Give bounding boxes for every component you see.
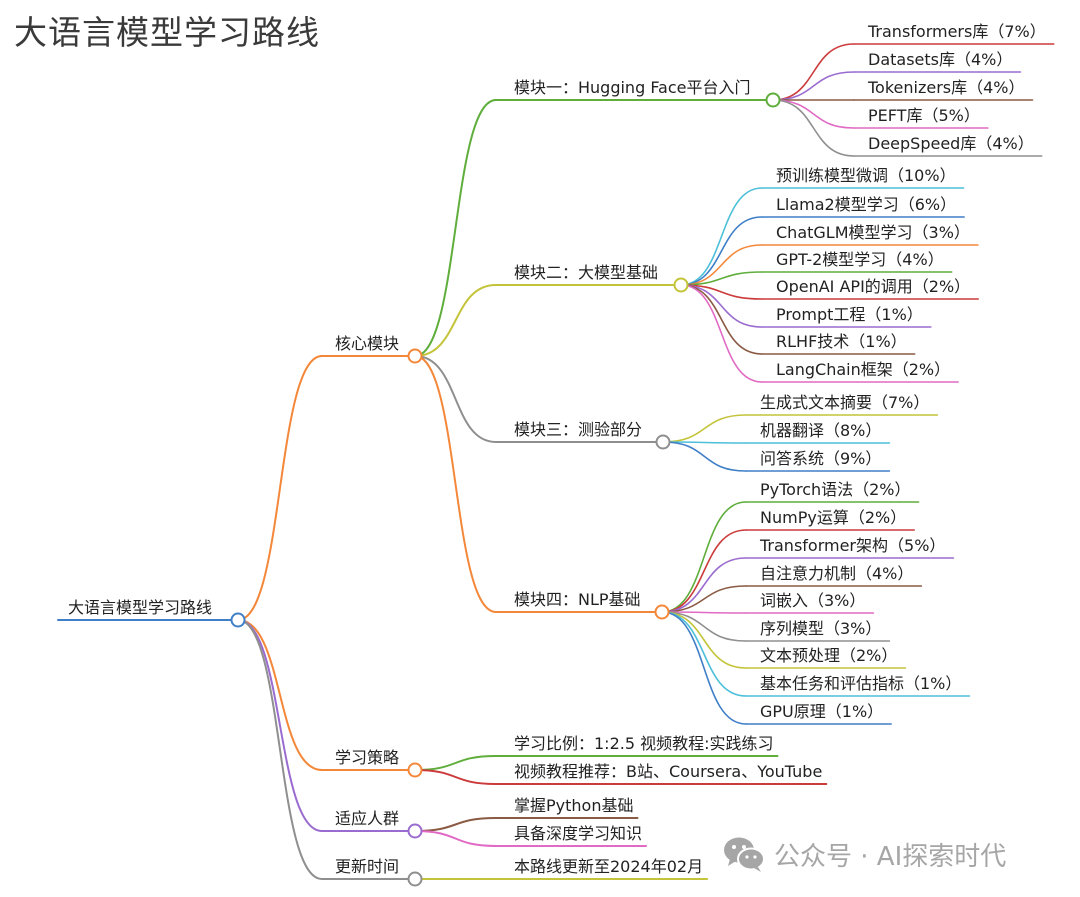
- module-connector: [414, 355, 497, 443]
- branch-node-circle[interactable]: [407, 871, 423, 887]
- topic-label: 自注意力机制（4%）: [760, 564, 913, 583]
- branch-connector: [237, 355, 323, 621]
- topic-label: LangChain框架（2%）: [776, 360, 950, 379]
- leaf-connector: [414, 830, 497, 847]
- leaf-label: 掌握Python基础: [514, 796, 633, 815]
- topic-connector: [661, 501, 747, 613]
- leaf-connector: [414, 817, 497, 832]
- branch-node-circle[interactable]: [407, 823, 423, 839]
- topic-connector: [772, 99, 855, 129]
- topic-label: 问答系统（9%）: [760, 449, 881, 468]
- topic-connector: [662, 441, 747, 472]
- module-label: 模块一：Hugging Face平台入门: [514, 78, 751, 97]
- topic-label: PEFT库（5%）: [868, 106, 980, 125]
- topic-label: Transformers库（7%）: [867, 22, 1046, 41]
- topic-connector: [661, 611, 747, 725]
- topic-label: 生成式文本摘要（7%）: [760, 393, 929, 412]
- branch-node-circle[interactable]: [407, 348, 423, 364]
- topic-connector: [680, 187, 763, 286]
- topic-connector: [680, 216, 763, 286]
- topic-connector: [772, 71, 855, 101]
- topic-connector: [661, 611, 747, 642]
- leaf-connector: [414, 755, 497, 771]
- topic-connector: [680, 244, 763, 286]
- topic-label: DeepSpeed库（4%）: [868, 134, 1034, 153]
- module-connector: [414, 284, 497, 357]
- topic-label: Transformer架构（5%）: [759, 536, 945, 555]
- module-label: 模块四：NLP基础: [514, 590, 641, 609]
- topic-connector: [661, 557, 747, 613]
- topic-connector: [772, 43, 855, 101]
- module-node-circle[interactable]: [765, 92, 781, 108]
- module-node-circle[interactable]: [654, 604, 670, 620]
- topic-connector: [680, 271, 763, 286]
- leaf-label: 视频教程推荐：B站、Coursera、YouTube: [514, 762, 822, 781]
- branch-label: 更新时间: [335, 857, 399, 876]
- topic-label: GPU原理（1%）: [760, 702, 883, 721]
- topic-label: 序列模型（3%）: [760, 619, 881, 638]
- wechat-icon: [724, 837, 765, 872]
- topic-connector: [661, 529, 747, 613]
- leaf-label: 本路线更新至2024年02月: [514, 857, 703, 876]
- topic-connector: [662, 414, 747, 443]
- topic-label: 文本预处理（2%）: [760, 646, 897, 665]
- topic-connector: [661, 611, 747, 614]
- module-node-circle[interactable]: [655, 434, 671, 450]
- topic-label: 机器翻译（8%）: [760, 421, 881, 440]
- topic-connector: [680, 284, 763, 383]
- topic-label: 词嵌入（3%）: [760, 591, 865, 610]
- module-label: 模块三：测验部分: [514, 420, 642, 439]
- leaf-label: 具备深度学习知识: [514, 824, 642, 843]
- root-node-circle[interactable]: [230, 612, 246, 628]
- topic-label: 预训练模型微调（10%）: [776, 166, 956, 185]
- topic-label: 基本任务和评估指标（1%）: [760, 674, 961, 693]
- topic-label: GPT-2模型学习（4%）: [776, 250, 944, 269]
- topic-connector: [772, 99, 855, 157]
- topic-label: ChatGLM模型学习（3%）: [776, 223, 970, 242]
- leaf-label: 学习比例：1:2.5 视频教程:实践练习: [514, 734, 774, 753]
- topic-connector: [680, 284, 763, 355]
- branch-label: 适应人群: [335, 809, 399, 828]
- module-connector: [414, 99, 497, 357]
- branch-label: 学习策略: [335, 748, 399, 767]
- topic-connector: [680, 284, 763, 300]
- topic-label: OpenAI API的调用（2%）: [776, 277, 970, 296]
- branch-connector: [237, 619, 323, 880]
- topic-label: NumPy运算（2%）: [760, 508, 906, 527]
- topic-connector: [661, 611, 747, 697]
- topic-label: Llama2模型学习（6%）: [776, 195, 956, 214]
- watermark-text: 公众号 · AI探索时代: [774, 841, 1007, 872]
- watermark: 公众号 · AI探索时代: [722, 832, 1006, 876]
- topic-label: PyTorch语法（2%）: [760, 480, 911, 499]
- module-node-circle[interactable]: [673, 277, 689, 293]
- topic-label: Tokenizers库（4%）: [867, 78, 1025, 97]
- module-connector: [414, 355, 497, 613]
- topic-connector: [661, 585, 747, 613]
- branch-connector: [237, 619, 323, 771]
- topic-label: Datasets库（4%）: [868, 50, 1012, 69]
- branch-label: 核心模块: [335, 334, 399, 353]
- root-node-label: 大语言模型学习路线: [68, 598, 212, 617]
- topic-label: RLHF技术（1%）: [776, 332, 907, 351]
- branch-connector: [237, 619, 323, 832]
- module-label: 模块二：大模型基础: [514, 263, 658, 282]
- leaf-connector: [414, 769, 497, 785]
- page-title: 大语言模型学习路线: [14, 13, 320, 52]
- branch-node-circle[interactable]: [407, 762, 423, 778]
- topic-label: Prompt工程（1%）: [776, 305, 923, 324]
